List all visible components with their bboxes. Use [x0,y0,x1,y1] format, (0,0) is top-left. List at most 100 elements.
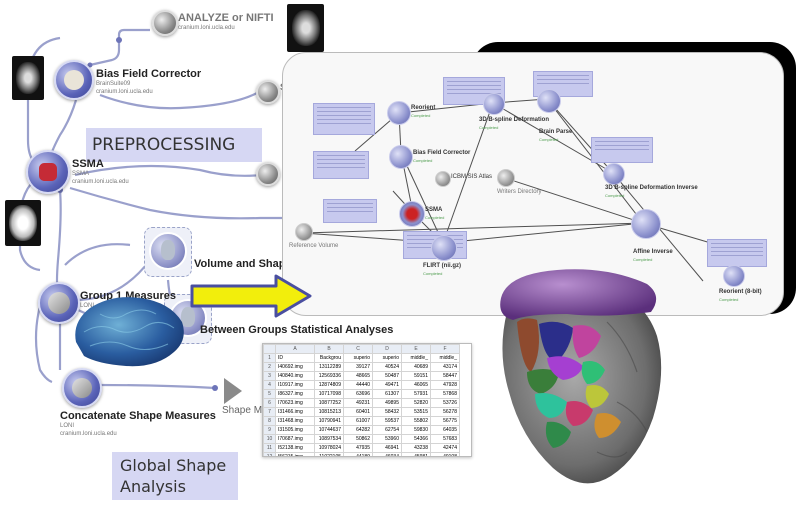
panel-reference-node[interactable] [295,223,313,241]
table-cell[interactable]: 58447 [430,371,460,381]
panel-affine-inv-node[interactable] [631,209,661,239]
table-cell[interactable]: 10790941 [314,416,344,426]
panel-reorient-node[interactable] [387,101,411,125]
table-cell[interactable]: 57931 [401,389,431,399]
table-cell[interactable]: I31466.img [275,407,315,417]
panel-bias-node[interactable] [389,145,413,169]
panel-icbm-node[interactable] [435,171,451,187]
table-cell[interactable]: 49231 [343,398,373,408]
table-cell[interactable]: 12569336 [314,371,344,381]
table-cell[interactable]: 59151 [401,371,431,381]
analyze-nifti-node[interactable] [152,10,178,36]
table-cell[interactable]: 64282 [343,425,373,435]
header-cell[interactable]: middle_ [401,353,431,363]
shape-measures-spreadsheet[interactable]: A B C D E F 1 ID Backgrou superio superi… [262,343,472,457]
table-cell[interactable]: 56775 [430,416,460,426]
table-cell[interactable]: 49895 [372,398,402,408]
table-cell[interactable]: 10815213 [314,407,344,417]
bias-field-corrector-node[interactable] [54,60,94,100]
table-cell[interactable]: 49471 [372,380,402,390]
panel-writers-node[interactable] [497,169,515,187]
panel-brainparse-status: Completed [539,137,559,142]
table-cell[interactable]: 50487 [372,371,402,381]
table-cell[interactable]: 57868 [430,389,460,399]
table-cell[interactable]: I70687.img [275,434,315,444]
table-cell[interactable]: I40840.img [275,371,315,381]
panel-reorient8-node[interactable] [723,265,745,287]
table-cell[interactable]: I31505.img [275,425,315,435]
table-cell[interactable]: 53960 [372,434,402,444]
table-cell[interactable]: 47928 [430,380,460,390]
table-cell[interactable]: 46941 [372,443,402,453]
concatenate-node[interactable] [62,368,102,408]
panel-bspline-inv-node[interactable] [603,163,625,185]
table-cell[interactable]: 39127 [343,362,373,372]
header-cell[interactable]: middle_ [430,353,460,363]
group1-measures-node[interactable] [38,282,80,324]
table-cell[interactable]: 11022105 [314,452,344,456]
table-cell[interactable]: 56278 [430,407,460,417]
table-cell[interactable]: 47935 [343,443,373,453]
header-cell[interactable]: ID [275,353,315,363]
table-cell[interactable]: 62754 [372,425,402,435]
note-5 [443,77,505,105]
ssma-node[interactable] [26,150,70,194]
header-cell[interactable]: superio [343,353,373,363]
table-cell[interactable]: 61007 [343,416,373,426]
table-cell[interactable]: 44440 [343,380,373,390]
table-cell[interactable]: 10978024 [314,443,344,453]
table-cell[interactable]: 43238 [401,443,431,453]
panel-bspline-node[interactable] [483,93,505,115]
table-cell[interactable]: 49108 [430,452,460,456]
table-cell[interactable]: 50862 [343,434,373,444]
table-cell[interactable]: 12874809 [314,380,344,390]
side-node-2[interactable] [256,162,280,186]
header-cell[interactable]: Backgrou [314,353,344,363]
table-cell[interactable]: 59830 [401,425,431,435]
table-cell[interactable]: 55802 [401,416,431,426]
table-cell[interactable]: 10877252 [314,398,344,408]
table-cell[interactable]: 64035 [430,425,460,435]
table-cell[interactable]: 48665 [343,371,373,381]
table-cell[interactable]: I70623.img [275,398,315,408]
col-letter: F [430,344,460,354]
table-cell[interactable]: I40692.img [275,362,315,372]
table-cell[interactable]: 53515 [401,407,431,417]
table-cell[interactable]: 63696 [343,389,373,399]
table-cell[interactable]: I86327.img [275,389,315,399]
table-cell[interactable]: 61307 [372,389,402,399]
table-cell[interactable]: 59537 [372,416,402,426]
table-cell[interactable]: 60401 [343,407,373,417]
head-model-node-1[interactable] [144,227,192,277]
ss-node[interactable] [256,80,280,104]
table-cell[interactable]: 40524 [372,362,402,372]
panel-flirt-label: FLIRT (nii.gz) [423,263,461,269]
table-cell[interactable]: 54366 [401,434,431,444]
table-cell[interactable]: 52820 [401,398,431,408]
table-cell[interactable]: 10717098 [314,389,344,399]
table-cell[interactable]: I31468.img [275,416,315,426]
table-cell[interactable]: 40689 [401,362,431,372]
table-cell[interactable]: 58432 [372,407,402,417]
table-cell[interactable]: 42474 [430,443,460,453]
table-cell[interactable]: I10917.img [275,380,315,390]
panel-ssma-node[interactable] [399,201,425,227]
play-icon[interactable] [224,378,242,404]
table-cell[interactable]: 10897534 [314,434,344,444]
table-cell[interactable]: 57683 [430,434,460,444]
panel-bspline-inv-status: Completed [605,193,625,198]
table-cell[interactable]: 45981 [401,452,431,456]
table-cell[interactable]: 10744637 [314,425,344,435]
panel-flirt-node[interactable] [431,235,457,261]
header-cell[interactable]: superio [372,353,402,363]
table-cell[interactable]: 44189 [343,452,373,456]
panel-brainparse-node[interactable] [537,89,561,113]
table-cell[interactable]: 13112289 [314,362,344,372]
table-cell[interactable]: 46065 [401,380,431,390]
table-cell[interactable]: I52138.img [275,443,315,453]
table-cell[interactable]: I56215.img [275,452,315,456]
ssma-sub-1: SSMA [72,171,90,177]
table-cell[interactable]: 46034 [372,452,402,456]
table-cell[interactable]: 43174 [430,362,460,372]
table-cell[interactable]: 53726 [430,398,460,408]
